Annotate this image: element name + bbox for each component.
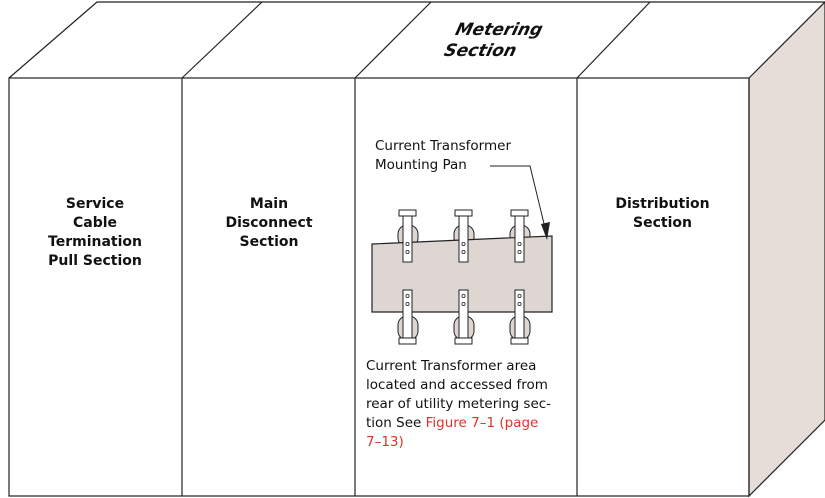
- top-divider: [576, 1, 651, 79]
- note-line: Current Transformer area: [366, 358, 537, 374]
- label-line: Disconnect: [225, 215, 313, 231]
- note-line: rear of utility metering sec-: [366, 396, 552, 412]
- ct-area-note: Current Transformer area located and acc…: [366, 357, 576, 452]
- front-face: [8, 77, 750, 497]
- label-line: Pull Section: [48, 253, 142, 269]
- callout-line: Mounting Pan: [375, 157, 467, 173]
- figure-reference-link[interactable]: Figure 7–1 (page: [425, 415, 539, 431]
- label-line: Section: [239, 234, 299, 250]
- label-line: Section: [442, 41, 519, 61]
- label-line: Termination: [48, 234, 142, 250]
- label-line: Main: [249, 196, 289, 212]
- callout-line: Current Transformer: [375, 138, 512, 154]
- label-line: Service: [65, 196, 125, 212]
- note-line: tion See Figure 7–1 (page: [366, 414, 576, 433]
- note-line: located and accessed from: [366, 377, 548, 393]
- top-divider: [354, 1, 432, 79]
- service-section-label: Service Cable Termination Pull Section: [20, 195, 170, 271]
- top-divider: [181, 1, 263, 79]
- label-line: Cable: [72, 215, 118, 231]
- main-disconnect-section-label: Main Disconnect Section: [196, 195, 342, 252]
- label-line: Distribution: [615, 196, 710, 212]
- figure-reference-link-continued[interactable]: 7–13): [366, 434, 404, 450]
- cabinet-side-face: [748, 1, 825, 498]
- ct-mounting-pan: [371, 209, 553, 345]
- distribution-section-label: Distribution Section: [585, 195, 740, 233]
- cabinet-top-face: [8, 1, 825, 79]
- metering-section-label: Metering Section: [442, 20, 545, 62]
- label-line: Metering: [453, 20, 545, 40]
- note-line: 7–13): [366, 433, 576, 452]
- label-line: Section: [633, 215, 692, 231]
- ct-mounting-pan-callout: Current Transformer Mounting Pan: [375, 137, 511, 175]
- note-text: tion See: [366, 415, 426, 431]
- callout-leader-arrow: [490, 165, 550, 240]
